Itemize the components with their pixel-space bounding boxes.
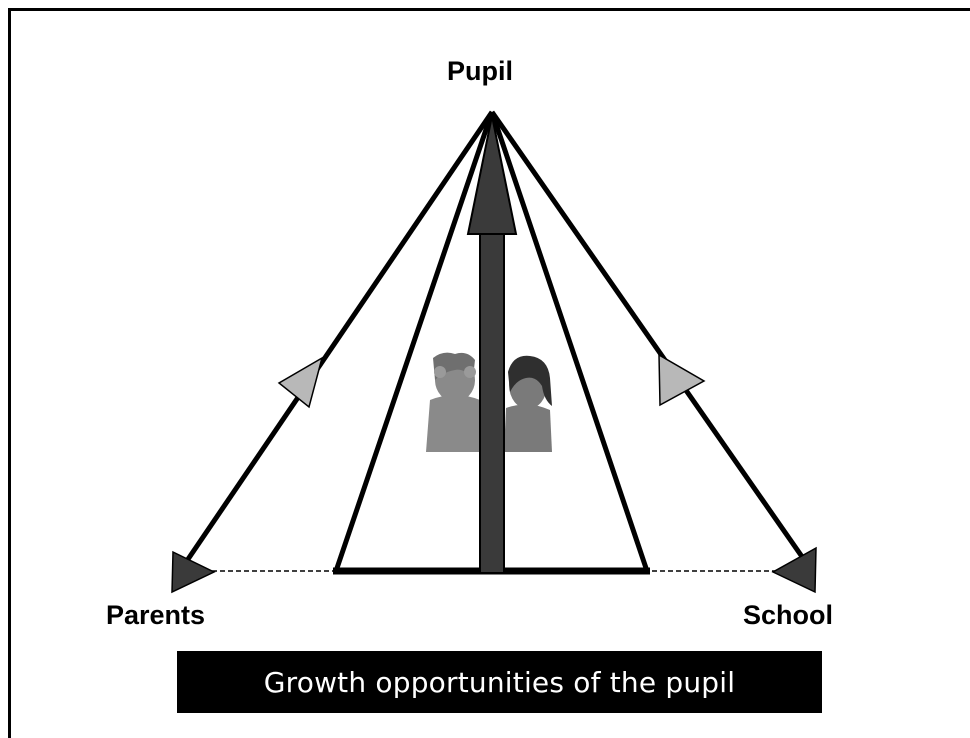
right-side-arrowhead: [658, 353, 706, 407]
central-arrow-shaft: [479, 227, 505, 574]
right-outer-line: [489, 110, 815, 573]
right-inner-line: [489, 111, 650, 572]
right-base-arrowhead: [771, 546, 817, 594]
left-base-arrowhead: [171, 550, 216, 594]
left-inner-line: [333, 111, 495, 572]
diagram-frame: [8, 8, 970, 738]
central-arrowhead: [466, 115, 518, 235]
pupil-label: Pupil: [447, 56, 513, 86]
parents-label: Parents: [106, 600, 206, 630]
children-image: [426, 352, 552, 452]
caption-banner: Growth opportunities of the pupil: [177, 651, 822, 713]
left-outer-line: [177, 110, 495, 573]
left-side-arrowhead: [277, 356, 324, 409]
school-label: School: [743, 600, 834, 630]
caption-text: Growth opportunities of the pupil: [263, 665, 736, 699]
